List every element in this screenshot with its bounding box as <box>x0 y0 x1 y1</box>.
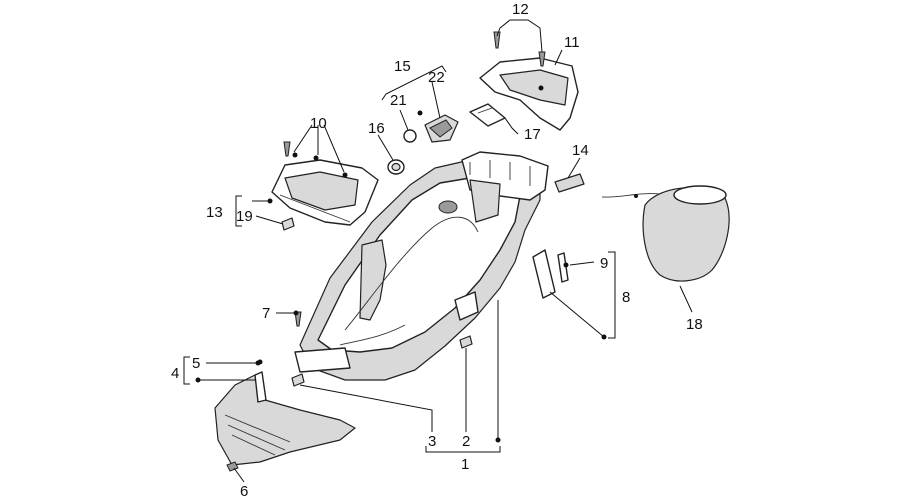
washer-part-16 <box>387 159 405 175</box>
callout-5: 5 <box>192 355 200 372</box>
callout-18: 18 <box>686 316 703 333</box>
callout-13: 13 <box>206 204 223 221</box>
callout-21: 21 <box>390 92 407 109</box>
callout-12: 12 <box>512 1 529 18</box>
callout-14: 14 <box>572 142 589 159</box>
callout-16: 16 <box>368 120 385 137</box>
callout-19: 19 <box>236 208 253 225</box>
bag-part-18 <box>601 185 730 282</box>
callout-3: 3 <box>428 433 436 450</box>
callout-7: 7 <box>262 305 270 322</box>
callout-15: 15 <box>394 58 411 75</box>
helmet-compartment <box>294 151 549 381</box>
socket-assembly <box>403 110 459 143</box>
front-cover-part-4 <box>214 371 356 466</box>
callout-11: 11 <box>564 34 580 51</box>
callout-22: 22 <box>428 69 445 86</box>
tray-part-10 <box>271 159 379 226</box>
callout-6: 6 <box>240 483 248 500</box>
part-14 <box>554 173 585 193</box>
callout-1: 1 <box>461 456 469 473</box>
lid-part-17 <box>469 103 506 127</box>
callout-4: 4 <box>171 365 179 382</box>
rear-cover-part-11 <box>479 57 579 131</box>
callout-2: 2 <box>462 433 470 450</box>
callout-10: 10 <box>310 115 327 132</box>
leader-lines <box>183 19 693 483</box>
parts-8-9 <box>532 249 569 299</box>
callout-8: 8 <box>622 289 630 306</box>
callout-9: 9 <box>600 255 608 272</box>
callout-17: 17 <box>524 126 541 143</box>
clips <box>281 217 473 387</box>
callout-labels: 12 11 15 22 21 10 16 17 14 13 19 9 8 7 1… <box>171 1 703 500</box>
